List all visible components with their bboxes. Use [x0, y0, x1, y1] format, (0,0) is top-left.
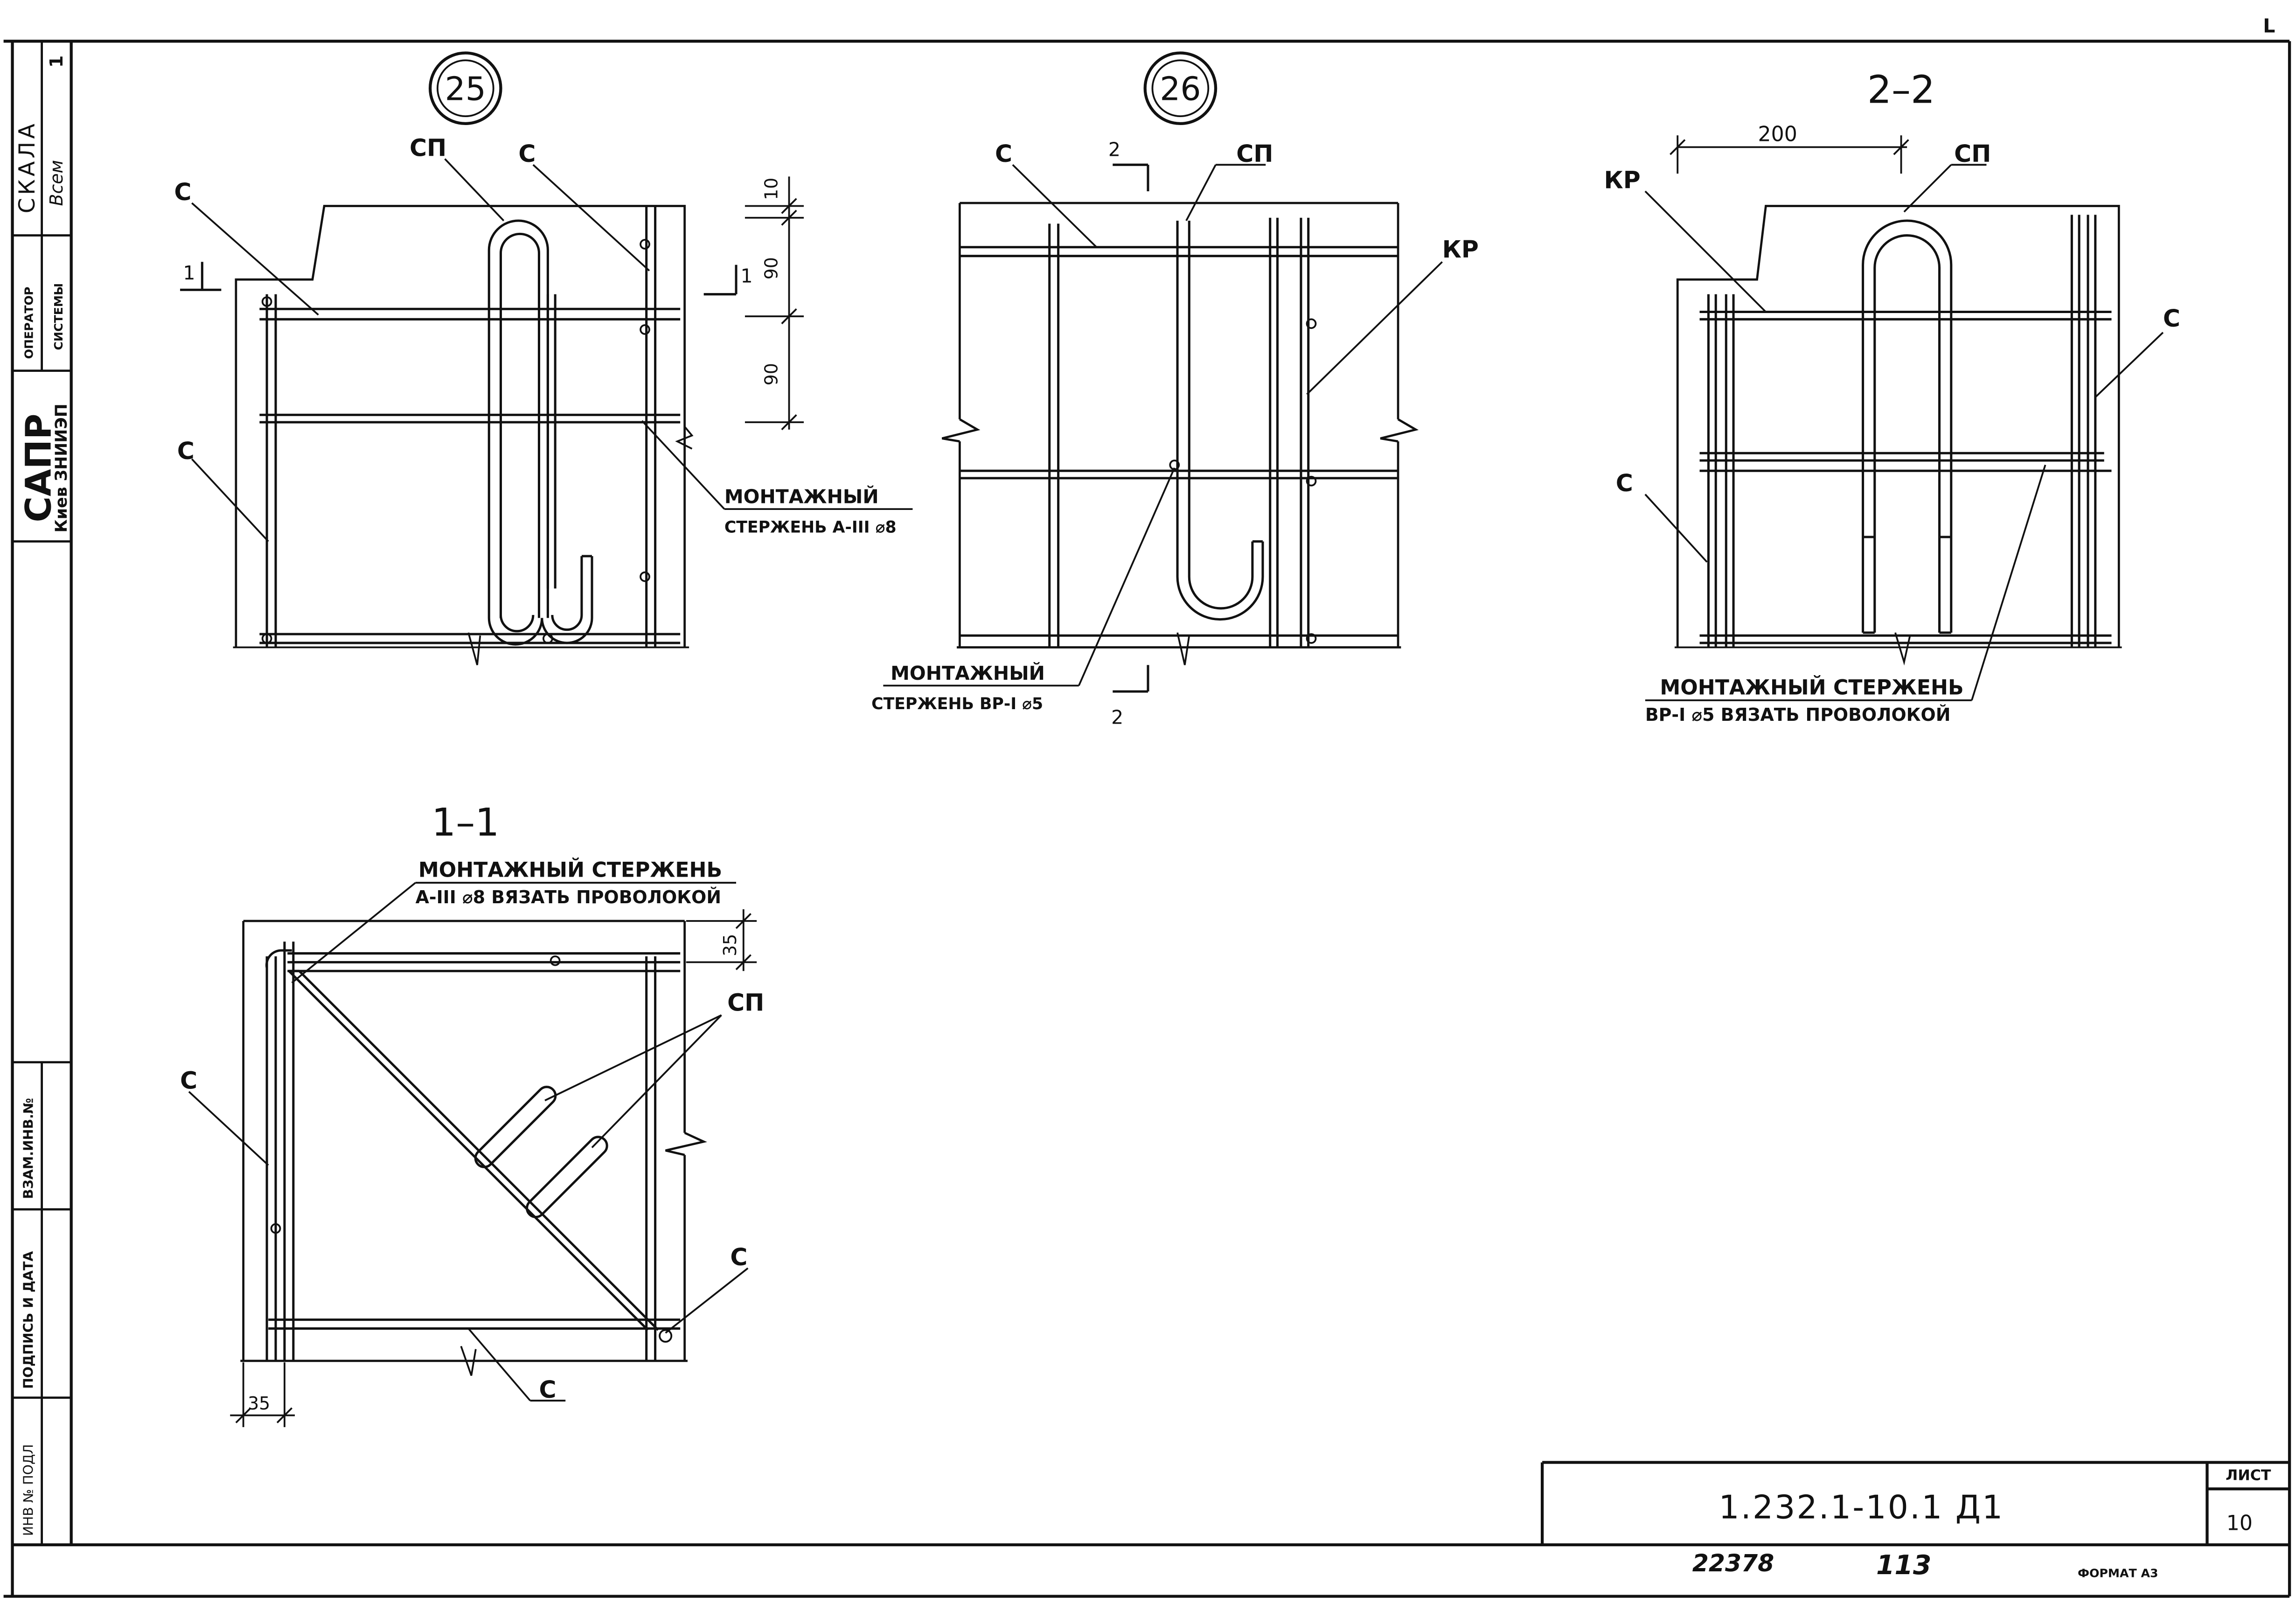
node-25-label-s-right: С [518, 140, 536, 167]
corner-mark: L [2263, 14, 2275, 37]
node-26-callout-line1: МОНТАЖНЫЙ [891, 662, 1045, 684]
node-25-callout-line1: МОНТАЖНЫЙ [724, 485, 879, 508]
footer-format: ФОРМАТ А3 [2078, 1566, 2158, 1580]
stamp-skala-mark: 1 [46, 56, 67, 68]
stamp-top: СКАЛА Всем 1 ОПЕРАТОР СИСТЕМЫ САПР Киев … [11, 40, 73, 543]
section-2-2-label-s-left: С [1616, 469, 1633, 497]
node-25-section-mark-right: 1 [741, 265, 753, 287]
node-26-callout-line2: СТЕРЖЕНЬ ВР-I ⌀5 [871, 695, 1043, 713]
section-2-2-label-s-right: С [2163, 305, 2180, 332]
stamp-kiev: Киев ЗНИИЭП [52, 404, 71, 532]
stamp-bottom: ВЗАМ.ИНВ.№ ПОДПИСЬ И ДАТА ИНВ № ПОДЛ [11, 1061, 73, 1546]
section-1-1: 1–1 [180, 801, 764, 1427]
node-25-dim-10: 10 [761, 178, 781, 200]
section-1-1-label-s-left: С [180, 1067, 197, 1095]
title-block-sheet-number: 10 [2226, 1512, 2253, 1535]
section-1-1-dim-bottom: 35 [248, 1393, 270, 1414]
node-26-section-mark-bottom: 2 [1111, 706, 1123, 728]
section-1-1-callout-line1: МОНТАЖНЫЙ СТЕРЖЕНЬ [418, 857, 722, 882]
node-26-label-sp: СП [1236, 140, 1273, 167]
title-block-sheet-label: ЛИСТ [2226, 1467, 2271, 1484]
node-26-label-s: С [995, 140, 1012, 167]
node-25-dim-90-lower: 90 [761, 363, 781, 385]
footer-handwritten: 113 [1876, 1550, 1931, 1581]
node-25-callout-line2: СТЕРЖЕНЬ А-III ⌀8 [724, 518, 897, 537]
node-25-label-s-top: С [174, 178, 191, 206]
node-25-section-mark-left: 1 [183, 262, 195, 284]
stamp-operator: ОПЕРАТОР [22, 287, 36, 359]
stamp-podpis-data: ПОДПИСЬ И ДАТА [21, 1251, 36, 1389]
section-2-2-callout-line1: МОНТАЖНЫЙ СТЕРЖЕНЬ [1660, 675, 1963, 699]
section-1-1-label-s-right: С [730, 1243, 747, 1271]
section-1-1-title: 1–1 [431, 801, 499, 845]
section-1-1-callout-line2: А-III ⌀8 ВЯЗАТЬ ПРОВОЛОКОЙ [416, 887, 721, 907]
node-26-marker [1143, 51, 1218, 126]
stamp-sistemy: СИСТЕМЫ [52, 283, 65, 350]
footer: 22378 113 ФОРМАТ А3 [1692, 1549, 2158, 1581]
stamp-skala: СКАЛА [14, 121, 40, 213]
node-26-number: 26 [1160, 70, 1201, 108]
sheet-frame [3, 40, 2291, 1598]
section-2-2-title: 2–2 [1867, 68, 1935, 112]
section-2-2-dim-200: 200 [1758, 123, 1797, 146]
section-1-1-label-sp: СП [727, 989, 764, 1016]
node-25-number: 25 [445, 70, 486, 108]
section-1-1-dim-top: 35 [720, 934, 740, 956]
node-25-dim-90-upper: 90 [761, 257, 781, 279]
node-25-label-s-left: С [177, 437, 195, 465]
node-26-label-kr: КР [1442, 236, 1479, 263]
section-2-2-label-kr: КР [1604, 167, 1641, 194]
node-25: 25 [174, 51, 913, 665]
title-block-code: 1.232.1-10.1 Д1 [1719, 1489, 2004, 1526]
section-1-1-label-s-bottom: С [539, 1376, 556, 1403]
stamp-sapr: САПР [18, 414, 59, 523]
stamp-skala-signature: Всем [46, 160, 67, 206]
node-25-label-sp: СП [410, 134, 446, 161]
title-block: 1.232.1-10.1 Д1 ЛИСТ 10 [1540, 1461, 2290, 1545]
section-2-2-label-sp: СП [1954, 140, 1991, 167]
node-26: 26 [871, 51, 1479, 728]
node-25-marker [428, 51, 502, 126]
stamp-inv-podl: ИНВ № ПОДЛ [21, 1444, 36, 1536]
node-26-section-mark-top: 2 [1108, 138, 1120, 160]
section-2-2: 2–2 [1604, 68, 2180, 725]
stamp-vzam-inv: ВЗАМ.ИНВ.№ [21, 1098, 36, 1199]
footer-inv-number: 22378 [1692, 1549, 1774, 1577]
section-2-2-callout-line2: ВР-I ⌀5 ВЯЗАТЬ ПРОВОЛОКОЙ [1645, 704, 1951, 725]
